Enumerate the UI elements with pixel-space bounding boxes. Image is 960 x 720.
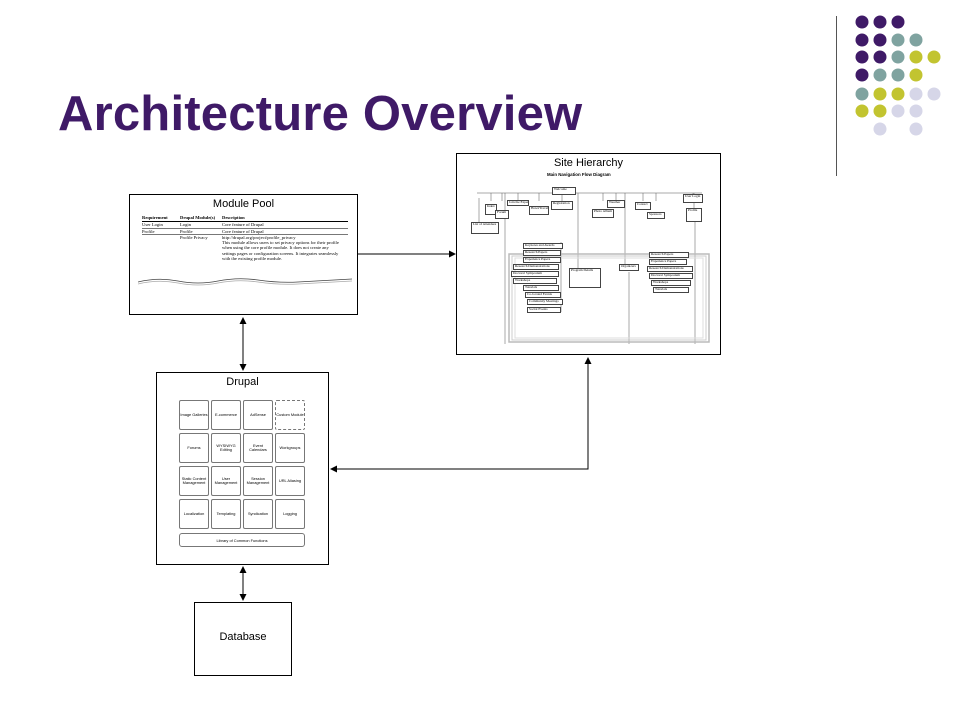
module-pool-cell: Profile (180, 228, 193, 234)
site-hierarchy-node: Doctoral Symposium (511, 271, 559, 277)
drupal-library-bar: Library of Common Functions (179, 533, 305, 547)
site-hierarchy-node: User Login (683, 194, 703, 203)
drupal-module-cell: Syndication (243, 499, 273, 529)
module-pool-cell: when using the core profile module. It d… (222, 245, 329, 251)
module-pool-header-module: Drupal Module(s) (180, 215, 216, 220)
site-hierarchy-node: Experience Papers (649, 259, 687, 265)
module-pool-cell: Profile Privacy (180, 234, 208, 240)
site-hierarchy-node: Index (485, 204, 497, 215)
module-pool-title: Module Pool (212, 198, 275, 210)
module-pool-cell (180, 256, 222, 261)
site-hierarchy-node: Program Details (569, 268, 601, 288)
drupal-module-cell: Templating (211, 499, 241, 529)
module-pool-header-row: Requirement Drupal Module(s) Description (142, 215, 348, 223)
site-hierarchy-node: Workshops (651, 280, 691, 286)
module-pool-cell: Core feature of Drupal (222, 222, 264, 228)
decorative-vertical-rule (836, 16, 837, 176)
site-hierarchy-box: Site Hierarchy Main Navigation Flow Diag… (456, 153, 721, 355)
site-hierarchy-node: Research Papers (649, 252, 689, 258)
site-hierarchy-title: Site Hierarchy (553, 157, 624, 169)
module-pool-cell: settings pages or configuration screens.… (222, 250, 339, 256)
module-pool-cell: This module allows users to set privacy … (222, 240, 339, 246)
module-pool-row: This module allows users to set privacy … (142, 240, 348, 245)
slide-title: Architecture Overview (58, 87, 583, 141)
site-hierarchy-node: Photo Album (592, 209, 614, 218)
site-hierarchy-node: Welcome (552, 187, 576, 195)
drupal-module-cell: E-commerce (211, 400, 241, 430)
site-hierarchy-node: Research Papers (523, 250, 561, 256)
site-hierarchy-node: Keynotes and Awards (523, 243, 563, 249)
drupal-module-cell: AdSense (243, 400, 273, 430)
module-pool-torn-edge (138, 278, 352, 286)
site-hierarchy-node: Research Demonstrations (647, 266, 693, 272)
site-hierarchy-node: Weather (607, 200, 625, 208)
module-pool-cell: with the existing profile module. (222, 255, 283, 261)
drupal-module-cell: Forums (179, 433, 209, 463)
site-hierarchy-node: List of Attendees (471, 222, 499, 234)
site-hierarchy-node: Contact (635, 202, 651, 210)
module-pool-header-description: Description (222, 215, 245, 220)
module-pool-row: with the existing profile module. (142, 256, 348, 261)
site-hierarchy-node: Profile (686, 208, 702, 222)
module-pool-cell: Profile (142, 228, 155, 234)
site-hierarchy-node: Social Events (527, 307, 561, 313)
site-hierarchy-node: Tutorials (653, 287, 689, 293)
site-hierarchy-node: Community Meetings (527, 299, 563, 305)
database-title: Database (219, 631, 267, 643)
site-hierarchy-node: Registration (551, 201, 573, 210)
module-pool-cell (142, 256, 180, 261)
module-pool-row: Profile Profile Core feature of Drupal (142, 229, 348, 235)
module-pool-row: settings pages or configuration screens.… (142, 251, 348, 256)
site-hierarchy-node: Workshops (513, 278, 557, 284)
module-pool-cell: Core feature of Drupal (222, 228, 264, 234)
drupal-module-cell: Logging (275, 499, 305, 529)
drupal-title: Drupal (226, 376, 259, 388)
module-pool-table: Requirement Drupal Module(s) Description… (142, 215, 348, 261)
drupal-module-cell: Localization (179, 499, 209, 529)
site-hierarchy-diagram-title: Main Navigation Flow Diagram (547, 172, 611, 177)
site-hierarchy-node: Organizers (619, 264, 639, 271)
drupal-module-cell: Static Content Management (179, 466, 209, 496)
site-hierarchy-node: Doctoral Symposium (649, 273, 693, 279)
drupal-module-cell: Image Galleries (179, 400, 209, 430)
site-hierarchy-node: Research Demonstrations (513, 264, 559, 270)
module-pool-cell: User Login (142, 222, 163, 228)
drupal-module-cell: Custom Module (275, 400, 305, 430)
site-hierarchy-node: Tutorials (523, 285, 559, 291)
module-pool-row: Profile Privacy http://drupal.org/project… (142, 235, 348, 240)
site-hierarchy-node: Sponsors (647, 212, 665, 219)
site-hierarchy-node: Experience Papers (523, 257, 561, 263)
module-pool-row: User Login Login Core feature of Drupal (142, 222, 348, 229)
module-pool-box: Module Pool Requirement Drupal Module(s)… (129, 194, 358, 315)
drupal-module-cell: User Management (211, 466, 241, 496)
site-hierarchy-node: Join the Expert (507, 200, 529, 206)
module-pool-row: when using the core profile module. It d… (142, 245, 348, 250)
drupal-module-cell: Workgroups (275, 433, 305, 463)
module-pool-cell: http://drupal.org/project/profile_privac… (222, 234, 296, 240)
drupal-module-cell: WYSIWYG Editing (211, 433, 241, 463)
site-hierarchy-node: Forum (495, 210, 509, 219)
drupal-module-cell: Event Calendars (243, 433, 273, 463)
module-pool-cell: Login (180, 222, 191, 228)
database-box: Database (194, 602, 292, 676)
site-hierarchy-node: Co-located Events (525, 292, 561, 298)
site-hierarchy-node: Hotel/Travel (529, 206, 549, 215)
module-pool-header-requirement: Requirement (142, 215, 168, 220)
drupal-module-cell: URL Aliasing (275, 466, 305, 496)
drupal-module-cell: Session Management (243, 466, 273, 496)
